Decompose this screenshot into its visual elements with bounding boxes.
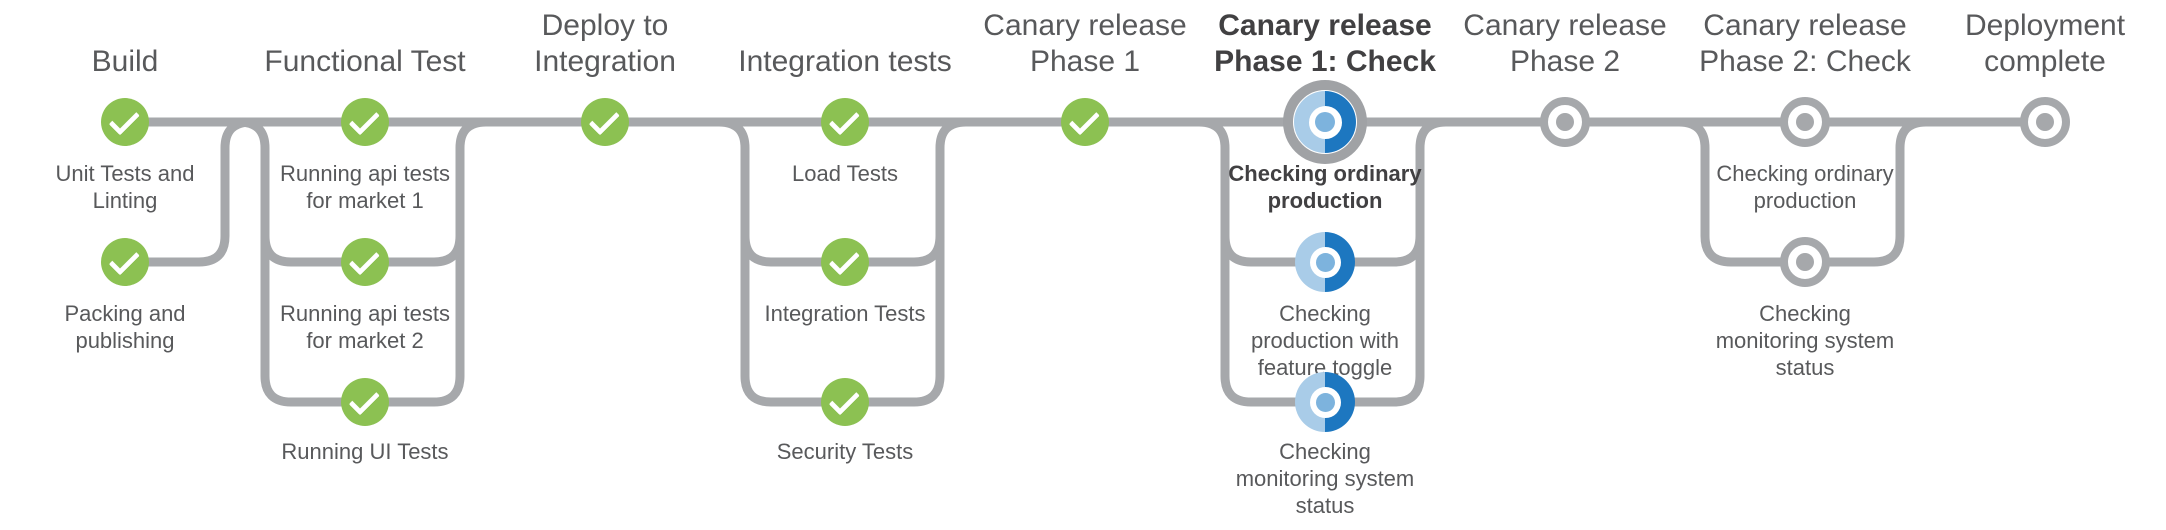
check-icon (828, 244, 860, 276)
task-node-checking-feature-toggle[interactable] (1295, 232, 1355, 292)
stage-title-deploy-to-integration: Deploy to Integration (534, 9, 676, 78)
task-label-api-tests-market-2: Running api tests for market 2 (280, 301, 450, 353)
check-icon (348, 384, 380, 416)
task-node-packing-publishing[interactable] (101, 238, 149, 286)
check-icon (828, 384, 860, 416)
stage-node-canary-phase-2-check[interactable] (1780, 97, 1830, 147)
stage-node-canary-phase-2[interactable] (1540, 97, 1590, 147)
check-icon (1068, 104, 1100, 136)
pending-dot-icon (1556, 113, 1574, 131)
stage-title-deployment-complete: Deployment complete (1964, 9, 2126, 78)
stage-node-integration-tests[interactable] (821, 98, 869, 146)
task-label-packing-publishing: Packing and publishing (64, 301, 186, 353)
task-label-running-ui-tests: Running UI Tests (281, 439, 449, 464)
stage-title-canary-phase-1: Canary release Phase 1 (983, 9, 1187, 78)
stage-title-integration-tests: Integration tests (738, 45, 952, 78)
task-label-checking-ordinary-production: Checking ordinary production (1228, 161, 1422, 213)
pending-dot-icon (1796, 253, 1814, 271)
pending-dot-icon (1796, 113, 1814, 131)
task-node-integration-tests[interactable] (821, 238, 869, 286)
task-label-integration-tests: Integration Tests (764, 301, 926, 326)
in-progress-spinner-icon (1309, 386, 1341, 418)
check-icon (588, 104, 620, 136)
task-node-running-ui-tests[interactable] (341, 378, 389, 426)
check-icon (828, 104, 860, 136)
task-label-api-tests-market-1: Running api tests for market 1 (280, 161, 450, 213)
task-node-checking-monitoring[interactable] (1295, 372, 1355, 432)
task-label-checking-feature-toggle: Checking production with feature toggle (1251, 301, 1399, 380)
in-progress-spinner-icon (1309, 246, 1341, 278)
task-label-load-tests: Load Tests (791, 161, 898, 186)
stage-node-deployment-complete[interactable] (2020, 97, 2070, 147)
task-label-security-tests: Security Tests (776, 439, 914, 464)
pending-dot-icon (2036, 113, 2054, 131)
stage-title-functional-test: Functional Test (264, 45, 466, 78)
stage-title-canary-phase-2: Canary release Phase 2 (1463, 9, 1667, 78)
task-label-checking-monitoring-p2: Checking monitoring system status (1715, 301, 1895, 380)
task-label-checking-monitoring: Checking monitoring system status (1235, 439, 1415, 518)
check-icon (108, 104, 140, 136)
check-icon (348, 244, 380, 276)
stage-title-canary-phase-1-check: Canary release Phase 1: Check (1214, 9, 1436, 78)
task-node-security-tests[interactable] (821, 378, 869, 426)
check-icon (348, 104, 380, 136)
stage-node-deploy-to-integration[interactable] (581, 98, 629, 146)
check-icon (108, 244, 140, 276)
in-progress-spinner-icon (1294, 91, 1356, 153)
stage-title-build: Build (91, 45, 159, 78)
stage-node-build[interactable] (101, 98, 149, 146)
task-label-checking-ordinary-production-p2: Checking ordinary production (1716, 161, 1894, 213)
task-node-api-tests-market-2[interactable] (341, 238, 389, 286)
stage-title-canary-phase-2-check: Canary release Phase 2: Check (1699, 9, 1911, 78)
stage-node-functional-test[interactable] (341, 98, 389, 146)
connector-build-branch (125, 117, 252, 267)
stage-node-canary-phase-1-check[interactable] (1283, 80, 1367, 164)
task-node-checking-monitoring-p2[interactable] (1780, 237, 1830, 287)
task-label-unit-tests-linting: Unit Tests and Linting (55, 161, 195, 213)
stage-node-canary-phase-1[interactable] (1061, 98, 1109, 146)
